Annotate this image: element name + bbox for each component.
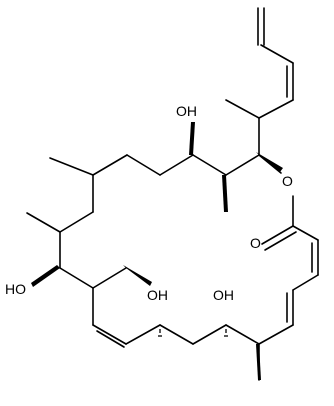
bond [260, 44, 294, 64]
stereo-wedges [31, 122, 283, 380]
bond [126, 154, 161, 176]
bond [225, 154, 260, 176]
bond [225, 324, 260, 345]
bond [125, 324, 161, 345]
bond [292, 274, 319, 291]
bond [192, 324, 227, 345]
wedge-bond [31, 265, 60, 287]
hydroxyl-label: OH [147, 287, 168, 303]
carbonyl-oxygen-label: O [250, 235, 261, 251]
bond [192, 154, 227, 176]
wedge-bond [222, 175, 228, 212]
wedge-bond [256, 152, 283, 172]
wedge-bond [256, 344, 261, 380]
bond [264, 231, 297, 251]
bond [159, 324, 194, 345]
bond [96, 330, 125, 348]
left-chain [26, 211, 127, 326]
dienoate [258, 195, 319, 381]
hydroxyl-label: OH [213, 287, 234, 303]
hydroxyl-label: OH [176, 103, 197, 119]
upper-ring [49, 154, 282, 213]
bond [258, 154, 282, 174]
wedge-bond [123, 265, 152, 286]
bond [159, 154, 194, 176]
bond [261, 225, 294, 245]
bond [92, 267, 127, 289]
lower-cis-alkene [92, 324, 260, 348]
bond [92, 324, 127, 345]
stereo-hashes [158, 329, 228, 337]
bond [26, 212, 61, 233]
bond [258, 324, 294, 345]
bond [225, 99, 260, 119]
wedge-bond [189, 122, 195, 155]
bond [292, 225, 319, 241]
diene-side-chain [225, 7, 294, 156]
bond [49, 157, 94, 176]
bond [59, 211, 94, 233]
ring-oxygen-label: O [282, 173, 293, 189]
hydroxyl-label: HO [5, 281, 26, 297]
bond [59, 267, 94, 289]
bond [258, 99, 294, 119]
bond [92, 154, 128, 176]
